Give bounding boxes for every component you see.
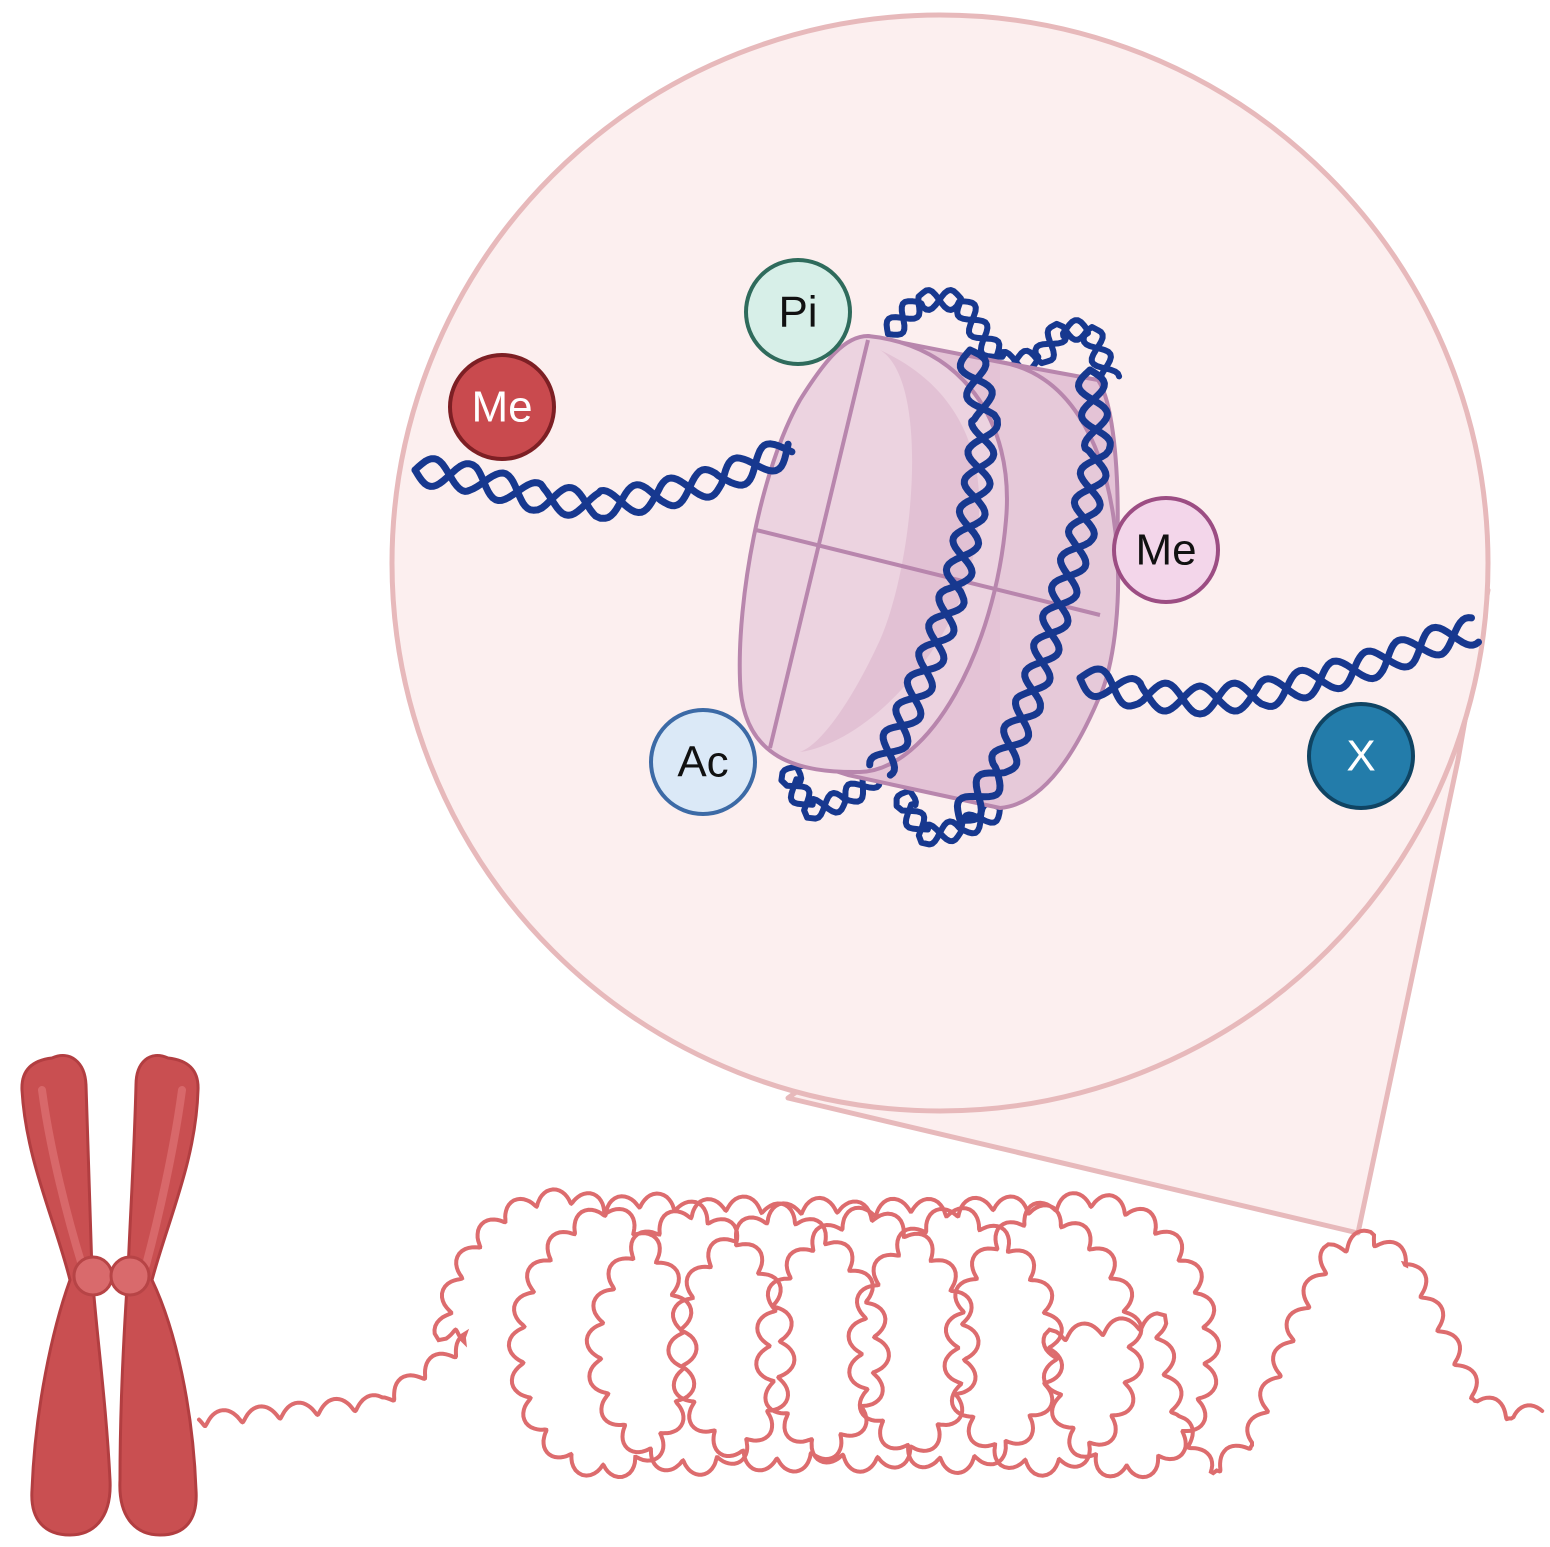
dna-bottom-loop-strand-2 xyxy=(787,753,884,816)
chromatid-left xyxy=(20,1054,112,1537)
chromatid-highlight-left xyxy=(38,1086,86,1269)
methyl-mark-red: Me xyxy=(448,353,556,461)
modification-marks: Me Pi Me Ac X xyxy=(448,258,1415,816)
unknown-mark-x: X xyxy=(1307,702,1415,810)
phosphate-mark-label: Pi xyxy=(778,288,817,337)
acetyl-mark-label: Ac xyxy=(677,738,728,787)
dna-double-helix-icon xyxy=(411,346,1482,824)
acetyl-mark: Ac xyxy=(649,708,757,816)
chromatin-fiber-icon xyxy=(197,1187,1545,1480)
nucleosome-icon xyxy=(737,333,1121,810)
histone-divider-2 xyxy=(755,528,1101,617)
methyl-mark-pink: Me xyxy=(1112,496,1220,604)
methyl-mark-pink-label: Me xyxy=(1135,526,1196,575)
centromere-left xyxy=(72,1255,114,1297)
chromatid-highlight-right xyxy=(142,1086,186,1269)
histone-shade xyxy=(800,350,980,752)
chromatin-coil xyxy=(197,1187,1545,1480)
dna-front-wrap-2-strand-2 xyxy=(953,366,1114,824)
unknown-mark-x-label: X xyxy=(1346,732,1375,781)
chromatid-right xyxy=(118,1054,200,1537)
dna-front-wrap-1-strand-2 xyxy=(879,346,1001,779)
dna-front-wrap-1-strand-1 xyxy=(866,346,998,769)
dna-right-linker-strand-2 xyxy=(1076,623,1482,718)
dna-left-linker-strand-2 xyxy=(411,440,796,522)
dna-back-strands xyxy=(778,287,1123,848)
phosphate-mark: Pi xyxy=(744,258,852,366)
methyl-mark-red-label: Me xyxy=(471,383,532,432)
dna-right-linker-strand-1 xyxy=(1076,614,1475,715)
chromosome-icon xyxy=(20,1054,200,1537)
dna-left-linker-strand-1 xyxy=(411,440,792,519)
centromere-right xyxy=(109,1255,151,1297)
